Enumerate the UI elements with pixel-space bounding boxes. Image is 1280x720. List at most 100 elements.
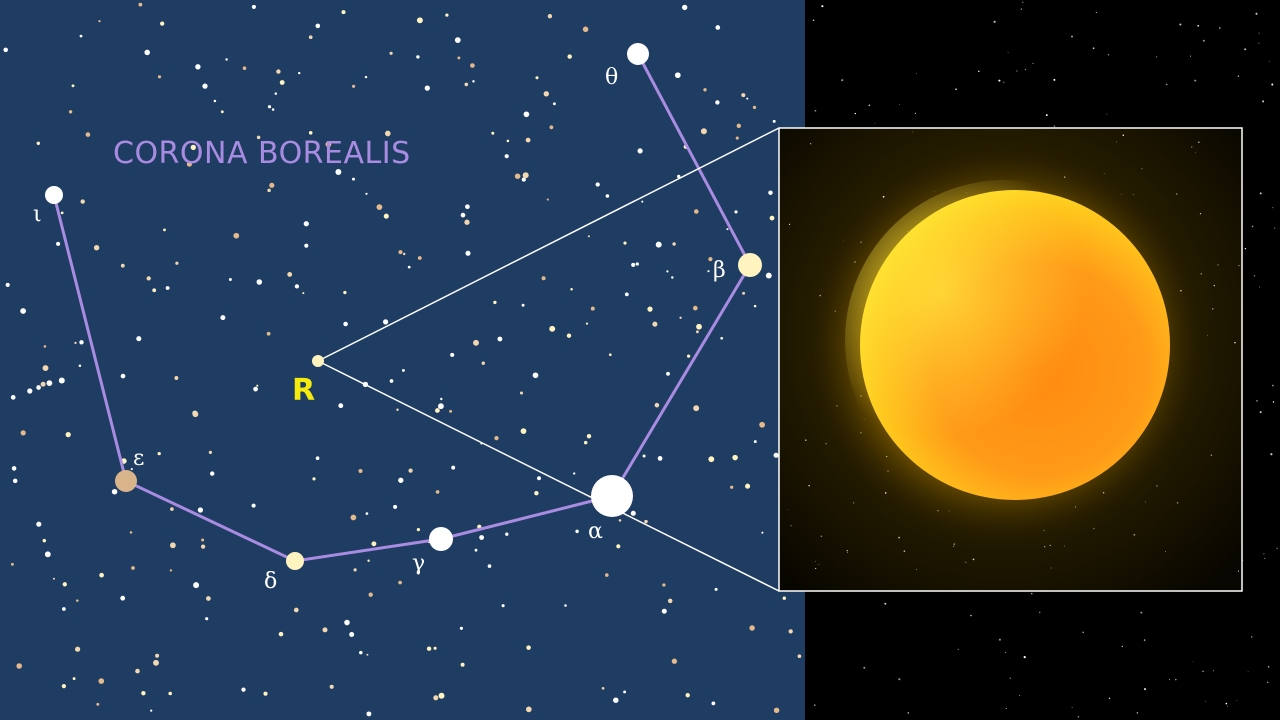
background-star bbox=[1198, 141, 1200, 143]
background-star bbox=[40, 381, 46, 387]
background-star bbox=[674, 72, 681, 79]
background-star bbox=[479, 535, 485, 540]
background-star bbox=[338, 403, 344, 409]
background-star bbox=[200, 544, 206, 549]
background-star bbox=[36, 141, 41, 146]
background-star bbox=[1156, 485, 1158, 487]
background-star bbox=[814, 704, 816, 706]
background-star bbox=[62, 607, 66, 611]
background-star bbox=[213, 99, 217, 103]
background-star bbox=[667, 598, 673, 604]
background-star bbox=[505, 532, 509, 536]
label-iota: ι bbox=[33, 202, 42, 227]
background-star bbox=[570, 287, 573, 291]
background-star bbox=[814, 109, 817, 112]
background-star bbox=[1136, 712, 1139, 714]
background-star bbox=[854, 112, 856, 115]
background-star bbox=[62, 582, 67, 587]
background-star bbox=[494, 435, 499, 441]
background-star bbox=[1210, 454, 1213, 456]
background-star bbox=[402, 252, 406, 256]
background-star bbox=[1234, 341, 1236, 344]
background-star bbox=[635, 262, 639, 266]
background-star bbox=[120, 373, 126, 379]
background-star bbox=[1016, 70, 1018, 72]
background-star bbox=[1122, 134, 1125, 137]
background-star bbox=[450, 352, 455, 357]
background-star bbox=[493, 300, 497, 305]
background-star bbox=[993, 20, 996, 23]
background-star bbox=[605, 573, 609, 577]
label-beta: β bbox=[713, 258, 726, 283]
background-star bbox=[27, 388, 33, 394]
background-star bbox=[366, 711, 372, 717]
background-star bbox=[566, 333, 572, 338]
background-star bbox=[308, 35, 313, 40]
background-star bbox=[146, 276, 151, 281]
label-delta: δ bbox=[264, 569, 277, 594]
background-star bbox=[241, 687, 246, 692]
background-star bbox=[389, 379, 394, 383]
background-star bbox=[256, 135, 261, 140]
background-star bbox=[587, 235, 590, 238]
background-star bbox=[1262, 100, 1265, 103]
background-star bbox=[788, 223, 791, 225]
background-star bbox=[1007, 52, 1009, 54]
background-star bbox=[78, 364, 82, 367]
background-star bbox=[805, 439, 807, 441]
background-star bbox=[841, 79, 844, 82]
background-star bbox=[141, 691, 146, 696]
background-star bbox=[1272, 207, 1274, 209]
background-star bbox=[1192, 661, 1194, 663]
background-star bbox=[1053, 125, 1056, 127]
background-star bbox=[465, 204, 470, 210]
background-star bbox=[93, 245, 100, 251]
background-star bbox=[435, 490, 440, 494]
background-star bbox=[768, 190, 773, 195]
background-star bbox=[1213, 670, 1215, 672]
background-star bbox=[575, 529, 579, 534]
background-star bbox=[534, 490, 539, 496]
background-star bbox=[220, 315, 226, 321]
background-star bbox=[605, 194, 610, 198]
background-star bbox=[970, 614, 972, 617]
background-star bbox=[325, 141, 332, 148]
background-star bbox=[1205, 700, 1206, 702]
background-star bbox=[535, 76, 539, 80]
background-star bbox=[641, 200, 644, 203]
background-star bbox=[1272, 401, 1275, 403]
background-star bbox=[274, 92, 278, 95]
background-star bbox=[74, 646, 81, 652]
background-star bbox=[1194, 79, 1197, 82]
background-star bbox=[150, 709, 153, 712]
star-epsilon bbox=[115, 470, 137, 492]
background-star bbox=[71, 84, 75, 88]
background-star bbox=[671, 276, 674, 279]
background-star bbox=[335, 169, 342, 175]
background-star bbox=[206, 596, 211, 601]
background-star bbox=[1213, 284, 1215, 287]
background-star bbox=[293, 607, 299, 613]
background-star bbox=[251, 503, 256, 508]
background-star bbox=[3, 47, 8, 53]
background-star bbox=[120, 263, 125, 268]
connector-line-bottom bbox=[317, 360, 780, 592]
background-star bbox=[225, 58, 228, 61]
background-star bbox=[532, 372, 539, 379]
background-star bbox=[256, 279, 263, 285]
background-star bbox=[711, 701, 716, 706]
background-star bbox=[618, 519, 622, 522]
background-star bbox=[978, 70, 980, 73]
background-star bbox=[1179, 23, 1182, 26]
background-star bbox=[549, 125, 554, 130]
background-star bbox=[1237, 570, 1239, 572]
background-star bbox=[671, 658, 678, 664]
background-star bbox=[1244, 48, 1247, 51]
constellation-title: CORONA BOREALIS bbox=[113, 136, 411, 171]
background-star bbox=[752, 105, 757, 110]
background-star bbox=[914, 112, 917, 115]
background-star bbox=[1095, 12, 1097, 14]
background-star bbox=[1199, 213, 1202, 215]
background-star bbox=[874, 122, 876, 124]
background-star bbox=[652, 321, 658, 327]
